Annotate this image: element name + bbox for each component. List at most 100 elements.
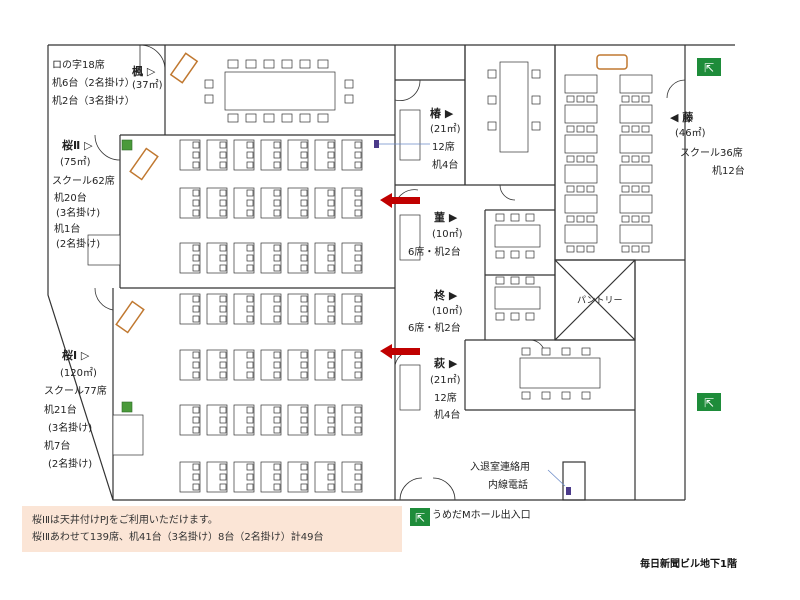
chair	[621, 155, 630, 163]
chair	[300, 351, 308, 359]
chair	[327, 473, 335, 481]
room-kaede-area: (37㎡)	[132, 80, 163, 91]
chair	[576, 215, 585, 223]
chair	[586, 215, 595, 223]
room-sakura2-detail-3: 机1台	[54, 224, 81, 235]
chair	[219, 315, 227, 323]
chair	[246, 416, 254, 424]
chair	[495, 276, 505, 285]
room-sakura1-area: (120㎡)	[60, 368, 97, 379]
chair	[192, 189, 200, 197]
chair	[495, 250, 505, 259]
exit-label: うめだMホール出入口	[432, 510, 531, 521]
table	[519, 357, 601, 389]
exit-sign-icon: ⇱ ⇱ ⇱	[410, 58, 721, 526]
chair	[192, 351, 200, 359]
chair	[354, 151, 362, 159]
svg-text:⇱: ⇱	[415, 511, 425, 525]
chair	[354, 463, 362, 471]
desk	[564, 224, 598, 244]
chair	[641, 155, 650, 163]
chair	[219, 161, 227, 169]
chair	[246, 361, 254, 369]
screen-icon	[121, 401, 133, 413]
chair	[192, 254, 200, 262]
chair	[525, 312, 535, 321]
chair	[192, 361, 200, 369]
chair	[631, 95, 640, 103]
chair	[273, 209, 281, 217]
chair	[566, 215, 575, 223]
room-sakura2-detail-2: (3名掛け)	[56, 208, 101, 219]
chair	[204, 79, 214, 89]
pj-note-line-2: 桜ⅠⅡあわせて139席、机41台（3名掛け）8台（2名掛け）計49台	[32, 532, 324, 543]
chair	[192, 141, 200, 149]
chair	[525, 213, 535, 222]
chair	[219, 305, 227, 313]
chair	[219, 426, 227, 434]
chair	[246, 463, 254, 471]
chair	[219, 473, 227, 481]
chair	[631, 245, 640, 253]
chair	[566, 245, 575, 253]
chair	[273, 351, 281, 359]
chair	[495, 312, 505, 321]
chair	[273, 305, 281, 313]
chair	[487, 95, 497, 105]
chair	[327, 416, 335, 424]
chair	[576, 185, 585, 193]
room-kaede-name: 楓 ▷	[132, 65, 156, 78]
chair	[192, 371, 200, 379]
red-arrow-icon	[380, 193, 420, 359]
chair	[327, 315, 335, 323]
phone-icon	[374, 140, 571, 495]
chair	[219, 189, 227, 197]
chair	[327, 209, 335, 217]
chair	[227, 59, 239, 69]
chair	[327, 189, 335, 197]
chair	[246, 426, 254, 434]
chair	[327, 199, 335, 207]
chair	[586, 125, 595, 133]
chair	[300, 209, 308, 217]
chair	[273, 199, 281, 207]
room-sumire-area: (10㎡)	[432, 229, 463, 240]
chair	[510, 276, 520, 285]
chair	[300, 406, 308, 414]
chair	[192, 199, 200, 207]
chair	[273, 141, 281, 149]
chair	[263, 113, 275, 123]
chair	[531, 69, 541, 79]
chair	[192, 264, 200, 272]
desk	[619, 164, 653, 184]
room-sumire-detail-0: 6席・机2台	[408, 247, 461, 258]
chair	[246, 371, 254, 379]
chair	[344, 94, 354, 104]
desk	[619, 134, 653, 154]
room-sakura1-detail-1: 机21台	[44, 405, 77, 416]
chair	[510, 312, 520, 321]
chair	[531, 95, 541, 105]
chair	[327, 351, 335, 359]
room-sakura1-detail-4: (2名掛け)	[48, 459, 93, 470]
chair	[300, 161, 308, 169]
room-tsubaki-detail-1: 机4台	[432, 160, 459, 171]
svg-text:⇱: ⇱	[704, 61, 714, 75]
room-kaede-detail-2: 机2台（3名掛け）	[52, 96, 135, 107]
chair	[192, 295, 200, 303]
chair	[246, 351, 254, 359]
chair	[300, 463, 308, 471]
chair	[219, 199, 227, 207]
chair	[219, 406, 227, 414]
room-hagi-detail-0: 12席	[434, 393, 457, 404]
room-hiiragi-detail-0: 6席・机2台	[408, 323, 461, 334]
chair	[354, 209, 362, 217]
chair	[219, 209, 227, 217]
room-sakura1-detail-3: 机7台	[44, 441, 71, 452]
chair	[354, 371, 362, 379]
chair	[586, 95, 595, 103]
chair	[246, 264, 254, 272]
chair	[354, 254, 362, 262]
chair	[327, 483, 335, 491]
chair	[300, 361, 308, 369]
